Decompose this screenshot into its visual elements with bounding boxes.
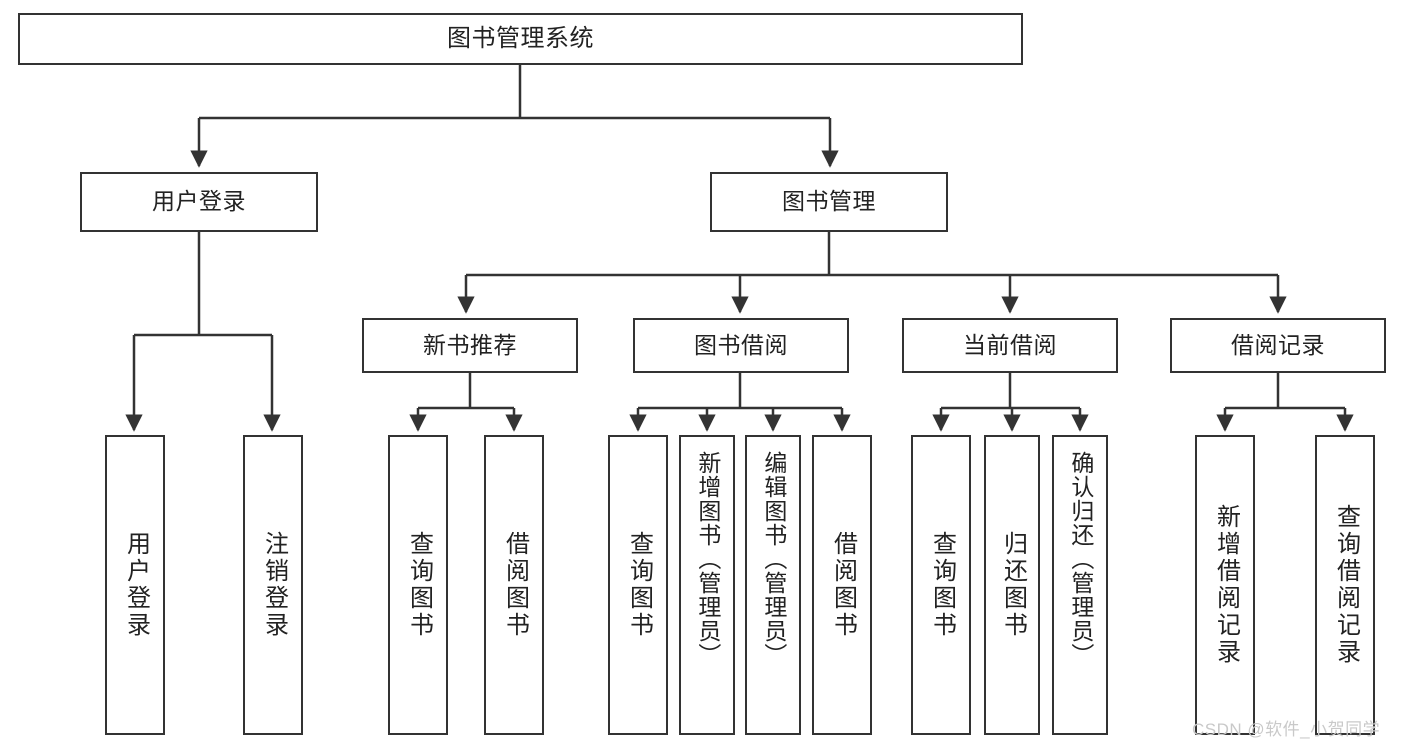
node-borrow-record[interactable]: 借阅记录 (1170, 318, 1386, 373)
node-leaf-edit-book-admin-label: 编辑图书（管理员） (760, 451, 787, 667)
node-leaf-logout[interactable]: 注销登录 (243, 435, 303, 735)
node-book-manage-label: 图书管理 (782, 188, 876, 215)
node-book-borrow[interactable]: 图书借阅 (633, 318, 849, 373)
node-book-borrow-label: 图书借阅 (694, 331, 788, 358)
edges-book-borrow-to-leaves (629, 373, 851, 432)
node-leaf-query-book-rec[interactable]: 查询图书 (388, 435, 448, 735)
node-leaf-borrow-book-rec[interactable]: 借阅图书 (484, 435, 544, 735)
node-leaf-query-book-bor-label: 查询图书 (625, 531, 653, 639)
node-leaf-confirm-return[interactable]: 确认归还（管理员） (1052, 435, 1108, 735)
node-leaf-logout-label: 注销登录 (260, 531, 288, 639)
node-leaf-user-login-label: 用户登录 (122, 531, 150, 639)
node-book-manage[interactable]: 图书管理 (710, 172, 948, 232)
edges-user-login-to-leaves (125, 232, 281, 432)
edges-new-book-rec-to-leaves (409, 373, 523, 432)
node-user-login-label: 用户登录 (152, 188, 246, 215)
node-leaf-query-record[interactable]: 查询借阅记录 (1315, 435, 1375, 735)
node-current-borrow-label: 当前借阅 (963, 331, 1057, 358)
csdn-watermark: CSDN @软件_小贺同学 (1192, 720, 1381, 739)
edges-borrow-record-to-leaves (1216, 373, 1354, 432)
node-leaf-query-book-cur[interactable]: 查询图书 (911, 435, 971, 735)
node-leaf-add-record[interactable]: 新增借阅记录 (1195, 435, 1255, 735)
node-leaf-add-book-admin-label: 新增图书（管理员） (694, 451, 721, 667)
node-borrow-record-label: 借阅记录 (1231, 331, 1325, 358)
node-leaf-borrow-book-rec-label: 借阅图书 (501, 531, 529, 639)
node-new-book-rec-label: 新书推荐 (423, 331, 517, 358)
edges-current-borrow-to-leaves (932, 373, 1089, 432)
node-leaf-return-book[interactable]: 归还图书 (984, 435, 1040, 735)
node-leaf-borrow-book-bor[interactable]: 借阅图书 (812, 435, 872, 735)
node-leaf-user-login[interactable]: 用户登录 (105, 435, 165, 735)
node-leaf-add-book-admin[interactable]: 新增图书（管理员） (679, 435, 735, 735)
node-leaf-query-record-label: 查询借阅记录 (1332, 504, 1360, 666)
edges-root-to-level2 (190, 65, 839, 168)
node-leaf-query-book-rec-label: 查询图书 (405, 531, 433, 639)
node-leaf-query-book-cur-label: 查询图书 (928, 531, 956, 639)
node-root-label: 图书管理系统 (447, 24, 594, 52)
node-root[interactable]: 图书管理系统 (18, 13, 1023, 65)
node-user-login[interactable]: 用户登录 (80, 172, 318, 232)
node-leaf-edit-book-admin[interactable]: 编辑图书（管理员） (745, 435, 801, 735)
node-leaf-confirm-return-label: 确认归还（管理员） (1067, 451, 1094, 667)
node-current-borrow[interactable]: 当前借阅 (902, 318, 1118, 373)
node-leaf-borrow-book-bor-label: 借阅图书 (829, 531, 857, 639)
node-new-book-rec[interactable]: 新书推荐 (362, 318, 578, 373)
node-leaf-return-book-label: 归还图书 (999, 531, 1027, 639)
node-leaf-query-book-bor[interactable]: 查询图书 (608, 435, 668, 735)
node-leaf-add-record-label: 新增借阅记录 (1212, 504, 1240, 666)
edges-book-manage-to-level3 (457, 232, 1287, 314)
